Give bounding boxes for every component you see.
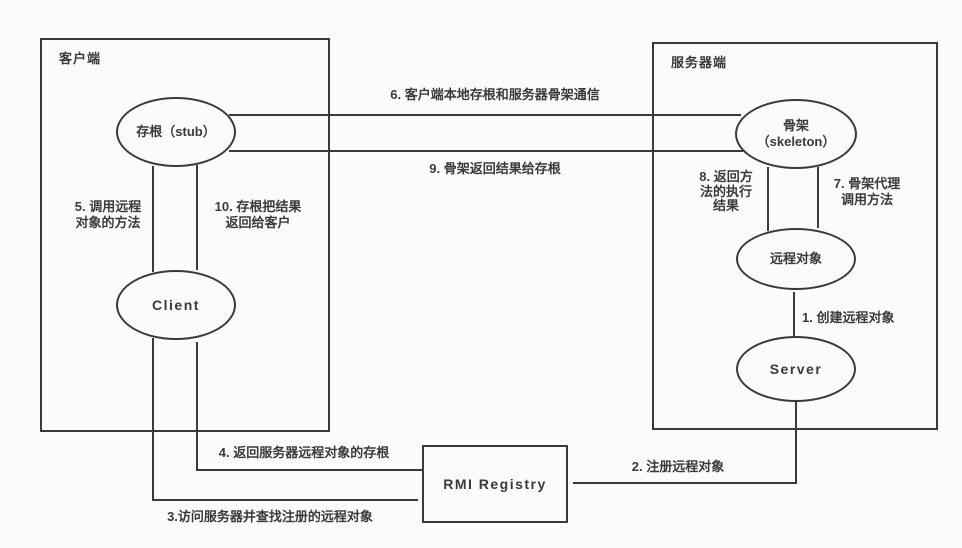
server-label: Server	[769, 361, 823, 377]
remote-object-node: 远程对象	[736, 228, 856, 290]
step3-label: 3.访问服务器并查找注册的远程对象	[167, 509, 373, 524]
arrow-step4-return-stub	[196, 342, 422, 471]
client-label: Client	[152, 297, 200, 313]
skeleton-label-line1: 骨架	[782, 118, 809, 133]
step2-label: 2. 注册远程对象	[631, 459, 725, 474]
step9-label: 9. 骨架返回结果给存根	[429, 161, 561, 176]
step6-label: 6. 客户端本地存根和服务器骨架通信	[390, 87, 600, 102]
server-side-title: 服务器端	[671, 55, 728, 70]
server-node: Server	[736, 336, 856, 402]
stub-label: 存根（stub）	[136, 124, 216, 139]
skeleton-label-line2: （skeleton）	[756, 134, 836, 149]
client-node: Client	[116, 270, 236, 340]
rmi-registry-label: RMI Registry	[443, 476, 547, 492]
step10-label: 10. 存根把结果 返回给客户	[214, 199, 302, 230]
stub-node: 存根（stub）	[116, 97, 236, 167]
step1-label: 1. 创建远程对象	[802, 310, 895, 325]
remote-object-label: 远程对象	[769, 251, 822, 266]
arrow-step2-register-remote-object	[573, 402, 797, 484]
step7-label: 7. 骨架代理 调用方法	[833, 176, 901, 207]
step4-label: 4. 返回服务器远程对象的存根	[218, 445, 390, 460]
skeleton-node: 骨架 （skeleton）	[735, 99, 857, 169]
step5-label: 5. 调用远程 对象的方法	[74, 199, 142, 230]
client-side-container: 客户端	[40, 38, 330, 432]
client-side-title: 客户端	[59, 51, 102, 66]
arrow-step3-lookup-remote-object	[152, 338, 418, 501]
step8-label: 8. 返回方 法的执行 结果	[699, 169, 753, 213]
rmi-registry-node: RMI Registry	[422, 445, 568, 523]
